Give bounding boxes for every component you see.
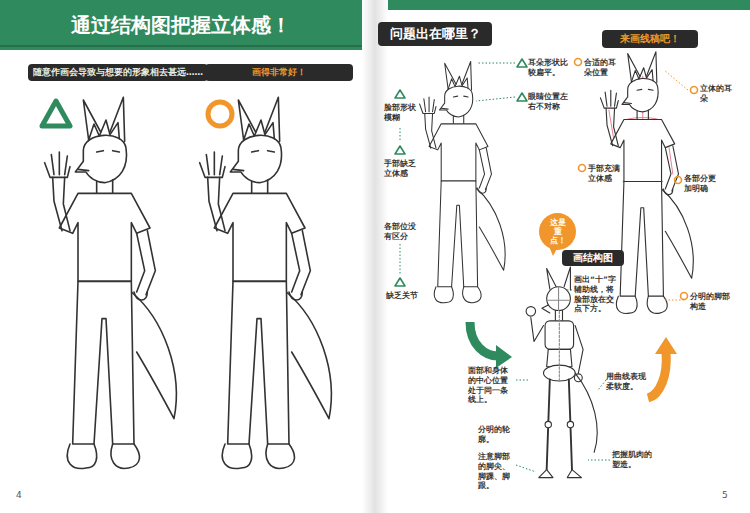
orange-arrow	[648, 352, 666, 398]
callout-note: 注意脚部的脚尖、脚踝、脚跟。	[478, 452, 514, 491]
text-column: 这是重点！	[546, 218, 569, 245]
callout-note: 用曲线表现柔软度。	[606, 372, 646, 392]
callout-note: 脸部形状模糊	[384, 103, 418, 123]
node-text: 画得非常好！	[252, 67, 306, 77]
callout-note: 各部分更加明确	[684, 174, 718, 194]
green-arrowhead	[496, 345, 512, 368]
leader-lines	[400, 63, 610, 472]
node-text: 问题出在哪里？	[390, 26, 481, 42]
callout-note: 眼睛位置左右不对称	[528, 92, 568, 112]
callout-note: 面部和身体的中心位置处于同一条线上。	[468, 366, 514, 405]
wolf-figure-good	[200, 97, 332, 468]
wolf-figure-problem	[420, 61, 506, 302]
page-number: 4	[16, 490, 30, 502]
heading-bar: 画结构图	[562, 250, 624, 266]
node-text: 随意作画会导致与想要的形象相去甚远……	[33, 67, 203, 77]
heading-bar: 问题出在哪里？	[378, 22, 492, 46]
page-crease	[362, 0, 388, 513]
circle-mark	[208, 102, 232, 126]
wolf-figure-bad	[45, 97, 177, 468]
text-column: 随意作画会导致与想要的形象相去甚远……	[33, 67, 203, 77]
text-column: 来画线稿吧！	[620, 33, 680, 45]
triangle-mark	[42, 101, 70, 126]
heading-bar: 随意作画会导致与想要的形象相去甚远……	[28, 64, 208, 81]
title-banner	[0, 0, 362, 50]
page-number: 5	[722, 490, 736, 502]
callout-note: 分明的轮廓。	[478, 425, 512, 445]
callout-note: 各部位没有区分	[384, 222, 420, 242]
callout-note: 画出“十”字辅助线，将脸部放在交点下方。	[574, 275, 620, 314]
node-text: 来画线稿吧！	[620, 33, 680, 45]
text-column: 画结构图	[573, 252, 613, 264]
speech-bubble: 这是重点！	[539, 213, 576, 250]
callout-note: 手部充满立体感	[588, 164, 620, 184]
callout-note: 把握肌肉的塑造。	[612, 450, 652, 470]
callout-note: 手部缺乏立体感	[384, 159, 416, 179]
node-text: 这是重点！	[546, 218, 569, 245]
orange-arrowhead	[655, 337, 677, 354]
callout-note: 分明的脚部构造	[690, 292, 730, 312]
title-text: 通过结构图把握立体感！	[71, 12, 291, 39]
heading-bar: 来画线稿吧！	[602, 30, 698, 48]
callout-note: 立体的耳朵	[700, 84, 734, 104]
banner-rule	[0, 45, 362, 47]
triangle-icons	[395, 59, 527, 286]
title-box: 通过结构图把握立体感！	[0, 0, 362, 50]
callout-note: 合适的耳朵位置	[584, 58, 620, 78]
heading-bar: 画得非常好！	[205, 64, 353, 81]
node-text: 画结构图	[573, 252, 613, 264]
green-arrow	[470, 322, 498, 356]
callout-note: 耳朵形状比较扁平。	[528, 58, 568, 78]
wolf-figure-final	[600, 52, 693, 314]
text-column: 问题出在哪里？	[390, 26, 481, 42]
text-column: 画得非常好！	[252, 67, 306, 77]
top-strip	[375, 0, 750, 10]
callout-note: 缺乏关节	[386, 291, 420, 301]
